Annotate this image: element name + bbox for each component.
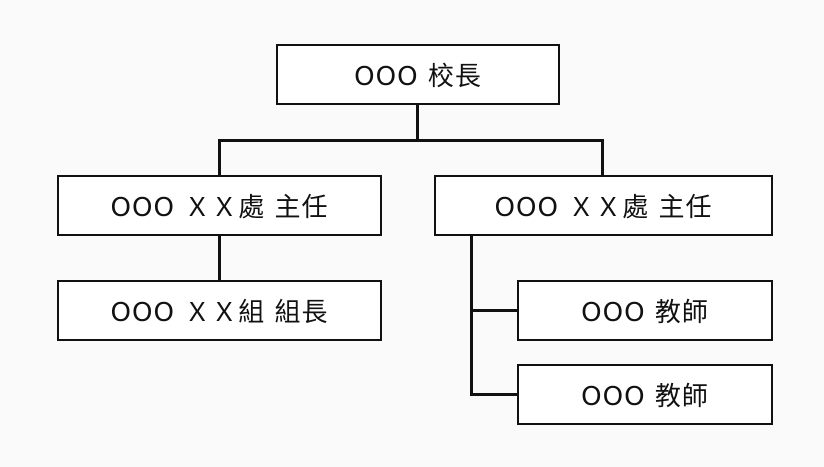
node-teacher-1: OOO 教師 — [517, 280, 773, 341]
node-teacher-1-label: OOO 教師 — [581, 298, 709, 328]
connector-directors-bar — [218, 139, 604, 142]
node-director-left-label: OOO ＸＸ處 主任 — [110, 193, 329, 223]
node-director-right-label: OOO ＸＸ處 主任 — [494, 193, 713, 223]
node-principal-label: OOO 校長 — [354, 62, 482, 92]
node-director-left: OOO ＸＸ處 主任 — [57, 175, 382, 236]
connector-right-director — [601, 139, 604, 176]
node-teacher-2: OOO 教師 — [517, 364, 773, 425]
connector-group-leader — [218, 235, 221, 281]
node-teacher-2-label: OOO 教師 — [581, 382, 709, 412]
node-principal: OOO 校長 — [276, 44, 560, 105]
node-group-leader: OOO ＸＸ組 組長 — [57, 280, 382, 341]
connector-left-director — [218, 139, 221, 176]
connector-principal-down — [416, 104, 419, 141]
connector-teacher-2 — [470, 393, 518, 396]
node-group-leader-label: OOO ＸＸ組 組長 — [110, 298, 329, 328]
node-director-right: OOO ＸＸ處 主任 — [434, 175, 773, 236]
connector-teacher-1 — [470, 309, 518, 312]
connector-teachers-trunk — [470, 235, 473, 396]
